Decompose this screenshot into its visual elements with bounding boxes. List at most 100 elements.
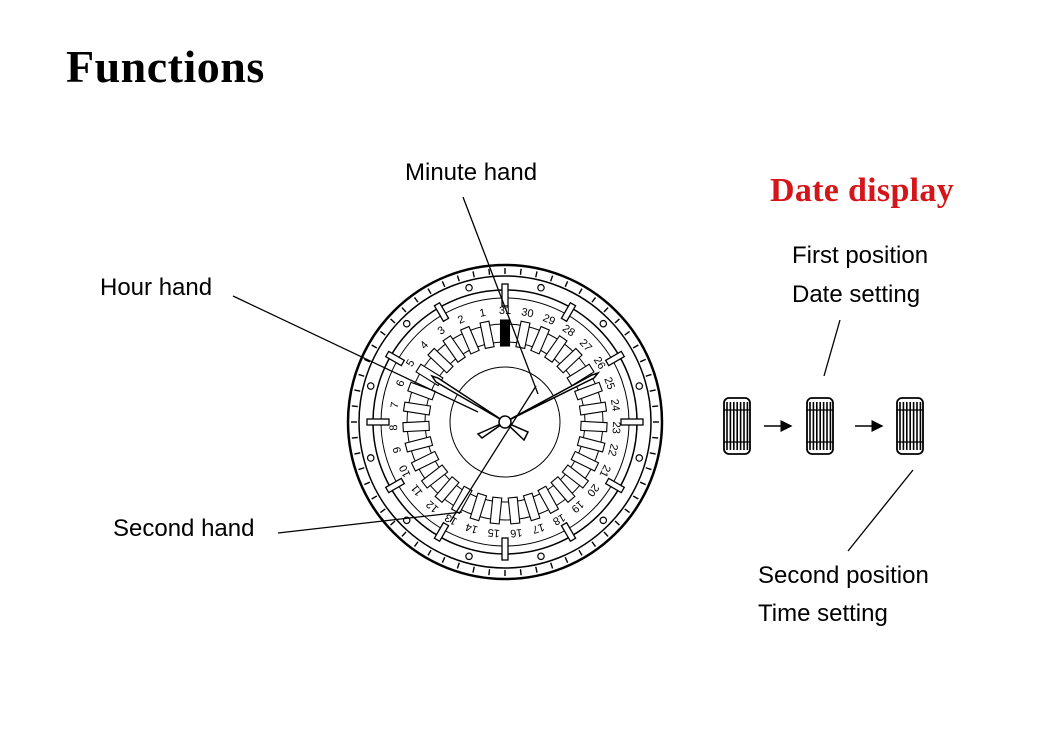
bezel-tick (614, 520, 620, 526)
bezel-tick (358, 373, 365, 377)
hour-marker (604, 350, 626, 367)
date-window (450, 485, 473, 515)
date-window (489, 496, 503, 525)
bezel-tick (578, 549, 583, 556)
date-number: 18 (551, 511, 568, 527)
bezel-tick (550, 275, 554, 282)
date-window (576, 436, 606, 453)
date-window (407, 381, 437, 401)
date-window (427, 347, 454, 374)
date-number: 8 (388, 424, 400, 431)
bezel-tick (603, 531, 609, 537)
bezel-tick (535, 566, 538, 573)
first-position-label: First position (792, 242, 929, 269)
bezel-tick (401, 307, 407, 313)
date-window (530, 325, 551, 355)
bezel-tick (488, 569, 491, 576)
hour-marker (620, 418, 644, 426)
date-window (556, 347, 583, 374)
date-number: 1 (478, 307, 486, 320)
hour-hand-tail (476, 421, 506, 439)
crown-icon (723, 397, 751, 455)
date-number: 2 (456, 313, 466, 326)
date-window (402, 420, 430, 433)
bezel-inner-ring (358, 275, 652, 569)
bezel-tick (614, 318, 620, 324)
bezel-tick (390, 318, 396, 324)
hour-marker (433, 301, 450, 323)
lume-dot (366, 454, 375, 462)
bezel-tick (652, 405, 659, 408)
bezel-tick (645, 467, 652, 471)
bezel-ticks (351, 268, 659, 576)
bezel-tick (550, 562, 554, 569)
minute-hand (504, 371, 601, 423)
bezel-tick (401, 531, 407, 537)
hour-marker (366, 418, 390, 426)
date-number: 7 (389, 401, 402, 409)
date-display-title: Date display (770, 172, 955, 209)
bezel-tick (564, 556, 569, 563)
date-window (402, 401, 432, 416)
second-hand-leader (277, 511, 463, 534)
lume-dot (635, 382, 644, 390)
bezel-tick (649, 452, 656, 455)
date-number: 3 (436, 324, 448, 337)
date-number: 4 (418, 339, 431, 352)
bezel-tick (535, 271, 538, 278)
date-number: 10 (397, 463, 413, 479)
hour-hand (430, 374, 506, 423)
date-number: 22 (605, 442, 620, 457)
date-window (580, 420, 608, 433)
date-number: 12 (424, 498, 441, 515)
bezel-tick (639, 358, 646, 363)
date-window (573, 381, 603, 401)
date-number: 23 (610, 421, 623, 434)
lume-dot (537, 552, 545, 561)
hour-marker (501, 537, 509, 561)
date-window (561, 464, 590, 489)
watch-face: 3130292827262524232221201918171615141312… (346, 263, 664, 581)
bezel-tick (519, 569, 522, 576)
hour-markers (366, 283, 644, 561)
bezel-outer-ring (346, 263, 664, 581)
date-number: 29 (541, 312, 557, 328)
date-number: 5 (404, 358, 417, 370)
crown-positions (723, 397, 924, 455)
bezel-tick (354, 389, 361, 392)
date-window (410, 450, 440, 472)
hour-hand-label: Hour hand (100, 274, 213, 301)
bezel-tick (624, 330, 631, 336)
date-number: 28 (560, 322, 577, 339)
bezel-tick (564, 281, 569, 288)
bezel-tick (488, 268, 491, 275)
bezel-tick (603, 307, 609, 313)
dial-center-ring (449, 366, 561, 478)
date-window (459, 325, 480, 355)
date-number: 16 (510, 526, 523, 539)
second-hand (449, 385, 537, 523)
bezel-tick (427, 288, 432, 295)
second-position-label: Second position (758, 562, 929, 589)
date-window (507, 496, 521, 525)
date-number: 30 (520, 306, 534, 320)
bezel-tick (351, 436, 358, 439)
lume-dot (465, 283, 473, 292)
date-window (566, 363, 595, 387)
bezel-tick (591, 296, 597, 303)
date-number: 19 (569, 498, 586, 515)
bezel-tick (371, 495, 378, 500)
date-window (537, 485, 560, 515)
bezel-tick (427, 549, 432, 556)
bezel-tick (472, 566, 475, 573)
bezel-tick (441, 281, 446, 288)
bezel-tick (351, 405, 358, 408)
bezel-tick (364, 481, 371, 486)
bezel-tick (390, 520, 396, 526)
bezel-tick (639, 481, 646, 486)
bezel-tick (441, 556, 446, 563)
bezel-tick (632, 344, 639, 349)
minute-hand-leader (462, 196, 539, 395)
date-window (442, 334, 467, 363)
bezel-tick (519, 268, 522, 275)
